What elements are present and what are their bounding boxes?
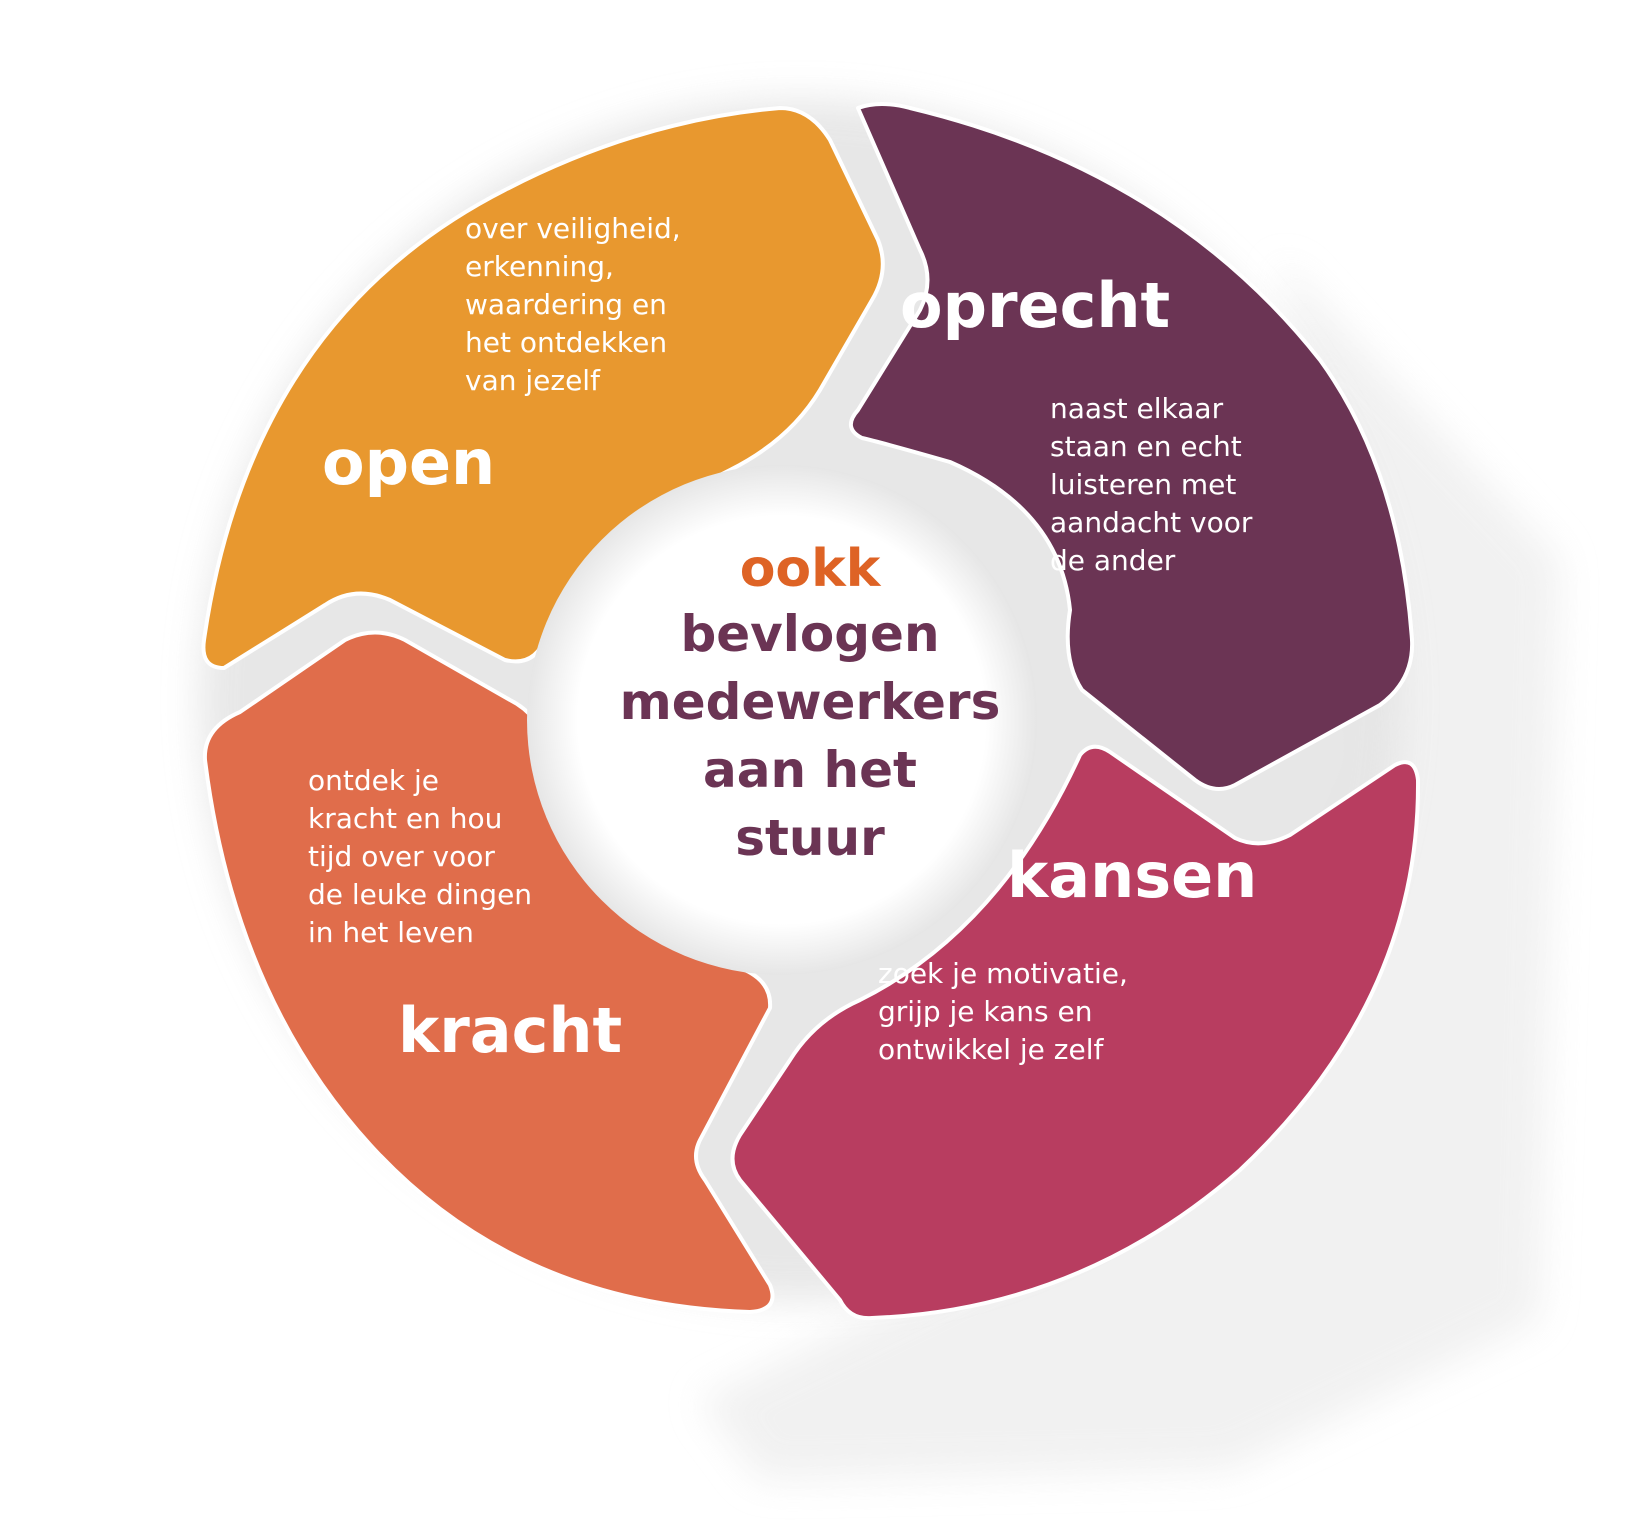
center-label: ookk bevlogen medewerkers aan het stuur bbox=[560, 538, 1060, 872]
segment-oprecht-title: oprecht bbox=[900, 269, 1171, 342]
segment-open-title: open bbox=[322, 426, 496, 499]
segment-kracht-description: ontdek je kracht en hou tijd over voor d… bbox=[308, 764, 533, 949]
segment-kansen-description: zoek je motivatie, grijp je kans en ontw… bbox=[878, 957, 1128, 1066]
segment-oprecht-shape bbox=[849, 102, 1415, 791]
segment-kansen-shape bbox=[730, 744, 1421, 1321]
segment-open-description: over veiligheid, erkenning, waardering e… bbox=[465, 212, 681, 397]
segment-oprecht-description: naast elkaar staan en echt luisteren met… bbox=[1050, 392, 1253, 577]
segment-kracht-title: kracht bbox=[398, 994, 623, 1067]
segment-kansen-title: kansen bbox=[1007, 839, 1258, 912]
center-hole bbox=[527, 465, 1037, 975]
center-brand: ookk bbox=[739, 539, 881, 599]
center-tagline: bevlogen medewerkers aan het stuur bbox=[619, 605, 1001, 867]
